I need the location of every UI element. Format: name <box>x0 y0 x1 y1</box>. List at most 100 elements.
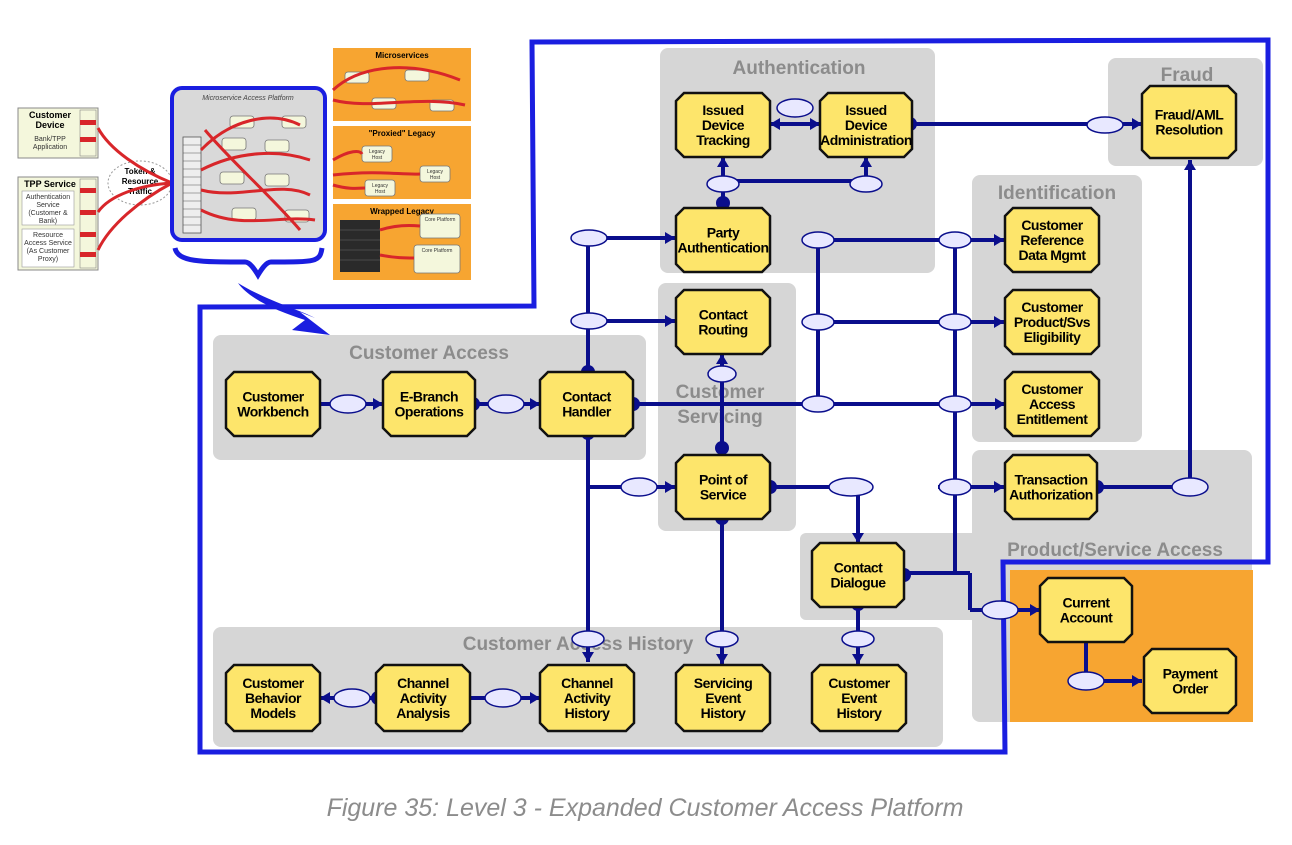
node-label-line: Authorization <box>1009 487 1093 503</box>
svg-text:Traffic: Traffic <box>128 187 153 196</box>
node-label-line: Data Mgmt <box>1018 247 1086 263</box>
node-label-line: Eligibility <box>1024 329 1081 345</box>
customer-device-label: Customer <box>29 110 72 120</box>
node-label-line: Resolution <box>1155 122 1222 138</box>
node-label-line: Behavior <box>245 690 302 706</box>
platform-boundary-outline <box>197 37 1271 755</box>
svg-text:Core Platform: Core Platform <box>422 248 453 254</box>
node-label-line: Device <box>845 117 888 133</box>
node-label-line: Transaction <box>1014 472 1087 488</box>
svg-text:Authentication: Authentication <box>26 194 70 201</box>
expansion-arrow <box>238 283 330 335</box>
microservices-label: Microservices <box>375 51 429 60</box>
node-label-line: History <box>565 705 610 721</box>
svg-text:Proxy): Proxy) <box>38 256 58 263</box>
svg-text:Service: Service <box>36 202 59 209</box>
svg-text:Bank/TPP: Bank/TPP <box>34 136 66 143</box>
node-label-line: Channel <box>397 675 449 691</box>
node-label-line: Handler <box>562 404 612 420</box>
node-label-line: Event <box>841 690 877 706</box>
node-label-line: Activity <box>400 690 447 706</box>
wrapped-legacy-label: Wrapped Legacy <box>370 207 434 216</box>
node-label-line: Contact <box>834 560 883 576</box>
svg-text:(As Customer: (As Customer <box>27 248 70 255</box>
node-label-line: History <box>701 705 746 721</box>
svg-text:Legacy: Legacy <box>372 183 389 189</box>
node-label-line: Channel <box>561 675 613 691</box>
node-label-line: Current <box>1062 595 1110 611</box>
node-label-line: Issued <box>845 102 886 118</box>
node-label-line: Product/Svs <box>1014 314 1091 330</box>
node-label-line: Customer <box>242 389 304 405</box>
node-label-line: Contact <box>562 389 611 405</box>
node-label-line: Fraud/AML <box>1155 107 1225 123</box>
node-label-line: Reference <box>1020 232 1084 248</box>
node-label-line: Customer <box>1021 299 1083 315</box>
wrapped-legacy-host <box>340 220 380 272</box>
svg-text:Core Platform: Core Platform <box>425 217 456 223</box>
svg-text:Host: Host <box>375 189 386 195</box>
node-label-line: Activity <box>564 690 611 706</box>
inset-architecture: Customer Device Bank/TPP Application TPP… <box>17 48 471 335</box>
node-label-line: Customer <box>1021 217 1083 233</box>
interface-ovals <box>329 98 1209 708</box>
group-label-product-service-access: Product/Service Access <box>1007 540 1223 561</box>
node-label-line: E-Branch <box>400 389 458 405</box>
node-label-line: Workbench <box>237 404 308 420</box>
node-label-line: Issued <box>702 102 743 118</box>
svg-text:(Customer &: (Customer & <box>28 210 68 217</box>
node-label-line: Point of <box>699 472 748 488</box>
svg-text:Application: Application <box>33 144 67 151</box>
node-label-line: Analysis <box>396 705 450 721</box>
group-label-fraud: Fraud <box>1161 65 1214 86</box>
node-label-line: Administration <box>820 132 912 148</box>
svg-text:Host: Host <box>430 175 441 181</box>
node-label-line: Dialogue <box>830 575 886 591</box>
svg-text:Resource: Resource <box>33 232 63 239</box>
node-label-line: Routing <box>698 322 747 338</box>
svg-text:Token &: Token & <box>125 167 156 176</box>
figure-caption: Figure 35: Level 3 - Expanded Customer A… <box>327 794 964 822</box>
group-label-identification: Identification <box>998 183 1116 204</box>
node-label-line: Contact <box>699 307 748 323</box>
node-label-line: Party <box>707 225 740 241</box>
group-label-customer-access: Customer Access <box>349 343 509 364</box>
node-label-line: Tracking <box>696 132 750 148</box>
svg-text:Access Service: Access Service <box>24 240 72 247</box>
svg-text:Bank): Bank) <box>39 218 57 225</box>
node-label-line: Customer <box>1021 381 1083 397</box>
service-domain-nodes: IssuedDeviceTrackingIssuedDeviceAdminist… <box>224 84 1238 733</box>
node-label-line: History <box>837 705 882 721</box>
proxied-legacy-label: "Proxied" Legacy <box>369 129 436 138</box>
arrow-heads <box>320 118 1196 704</box>
node-label-line: Order <box>1172 681 1209 697</box>
platform-label: Microservice Access Platform <box>202 95 294 102</box>
svg-text:Device: Device <box>35 120 64 130</box>
node-label-line: Access <box>1029 396 1076 412</box>
node-label-line: Service <box>700 487 747 503</box>
svg-text:Resource: Resource <box>122 177 159 186</box>
node-label-line: Account <box>1060 610 1113 626</box>
svg-text:Legacy: Legacy <box>369 149 386 155</box>
node-label-line: Operations <box>395 404 465 420</box>
